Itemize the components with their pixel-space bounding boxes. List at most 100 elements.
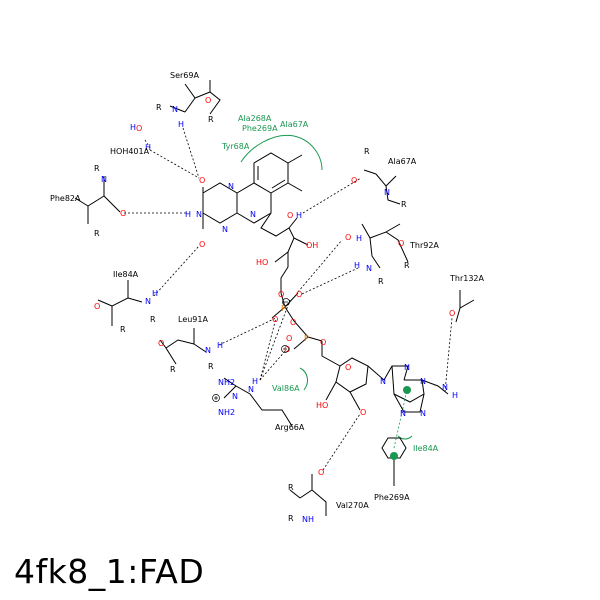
svg-text:OH: OH: [306, 241, 318, 250]
hydrophobic-labels: Ala268A Phe269A Ala67A Tyr68A Val86A Ile…: [221, 114, 439, 453]
svg-text:O: O: [205, 96, 211, 105]
svg-text:H: H: [217, 341, 223, 350]
svg-text:R: R: [288, 483, 294, 492]
ala67-skeleton: [363, 169, 401, 205]
phosphate-1: [271, 292, 323, 350]
hbond-thr132: [444, 317, 453, 393]
label-ile84-hydrophobic: Ile84A: [413, 444, 439, 453]
svg-text:N: N: [366, 264, 372, 273]
val270-skeleton: [289, 474, 327, 516]
pi-centroid-adenine: [403, 386, 411, 394]
charges: [212, 298, 290, 402]
svg-text:H: H: [452, 391, 458, 400]
svg-text:N: N: [228, 182, 234, 191]
svg-text:NH2: NH2: [218, 378, 235, 387]
hbond-hoh401-1: [149, 149, 200, 179]
label-phe82: Phe82A: [50, 194, 81, 203]
hydrophobic-arc-flavin: [240, 134, 323, 171]
svg-text:R: R: [364, 147, 370, 156]
svg-text:N: N: [172, 105, 178, 114]
svg-text:N: N: [101, 175, 107, 184]
svg-text:NH: NH: [302, 515, 314, 524]
svg-text:O: O: [345, 363, 351, 372]
hydrophobic-arc-ile84: [397, 435, 413, 440]
ribose-link: [321, 341, 341, 367]
svg-text:N: N: [222, 225, 228, 234]
hydrophobic-arcs: [240, 134, 413, 440]
svg-text:R: R: [208, 362, 214, 371]
label-phe269b: Phe269A: [374, 493, 410, 502]
fad-ligand: [202, 152, 449, 486]
label-ser69: Ser69A: [170, 71, 199, 80]
charge-arg66: [212, 394, 220, 402]
svg-text:N: N: [442, 383, 448, 392]
ser69-skeleton: [169, 80, 221, 115]
svg-text:O: O: [158, 339, 164, 348]
svg-text:O: O: [199, 240, 205, 249]
svg-text:HO: HO: [256, 258, 268, 267]
svg-text:H: H: [354, 261, 360, 270]
svg-text:H: H: [152, 289, 158, 298]
svg-text:R: R: [208, 115, 214, 124]
phe82-skeleton: [74, 176, 121, 224]
svg-text:N: N: [404, 363, 410, 372]
ile84-skeleton: [97, 280, 143, 326]
hbond-ser69: [182, 127, 200, 179]
label-ala67: Ala67A: [280, 120, 309, 129]
svg-text:O: O: [286, 334, 292, 343]
svg-text:N: N: [145, 297, 151, 306]
label-ile84: Ile84A: [113, 270, 139, 279]
svg-text:O: O: [398, 239, 404, 248]
svg-text:R: R: [150, 315, 156, 324]
svg-text:O: O: [290, 318, 296, 327]
svg-text:H: H: [296, 211, 302, 220]
label-val270: Val270A: [336, 501, 369, 510]
thr132-skeleton: [455, 290, 475, 323]
thr92-skeleton: [361, 223, 409, 269]
hbond-leu91: [218, 317, 277, 346]
svg-text:R: R: [94, 164, 100, 173]
svg-text:N: N: [196, 210, 202, 219]
atom-labels: O O N H N N N O H OH HO O P O O O P O O …: [94, 96, 458, 524]
svg-text:N: N: [232, 392, 238, 401]
leu91-skeleton: [159, 328, 207, 365]
ribityl-chain: [260, 212, 295, 293]
svg-text:R: R: [120, 325, 126, 334]
svg-text:N: N: [205, 346, 211, 355]
arg66-skeleton: [223, 377, 293, 427]
label-arg66: Arg66A: [275, 423, 305, 432]
svg-text:O: O: [318, 468, 324, 477]
hydrophobic-arc-val86: [299, 367, 308, 391]
residue-skeletons: [74, 80, 475, 516]
label-ala67b: Ala67A: [388, 157, 417, 166]
svg-text:O: O: [345, 233, 351, 242]
svg-text:O: O: [272, 315, 278, 324]
label-tyr68: Tyr68A: [221, 142, 250, 151]
svg-text:H: H: [356, 234, 362, 243]
svg-text:H: H: [145, 143, 151, 152]
svg-text:O: O: [199, 176, 205, 185]
svg-text:H: H: [178, 120, 184, 129]
label-thr92: Thr92A: [409, 241, 439, 250]
svg-text:O: O: [94, 302, 100, 311]
hbonds: [124, 127, 453, 471]
label-val86: Val86A: [272, 384, 300, 393]
svg-text:O: O: [320, 338, 326, 347]
diagram-title: 4fk8_1:FAD: [14, 552, 205, 591]
charge-phosphate-2: [281, 345, 289, 353]
hbond-ile84: [153, 245, 200, 297]
svg-text:O: O: [296, 290, 302, 299]
hbond-thr92-2: [301, 267, 359, 295]
label-thr132: Thr132A: [449, 274, 485, 283]
svg-text:N: N: [420, 377, 426, 386]
phe-ring: [381, 437, 407, 459]
svg-text:R: R: [156, 103, 162, 112]
adenine-five: [367, 365, 409, 381]
label-phe269: Phe269A: [242, 124, 278, 133]
svg-text:N: N: [400, 409, 406, 418]
hbond-val270: [322, 413, 361, 471]
label-ala268: Ala268A: [238, 114, 272, 123]
svg-text:R: R: [94, 229, 100, 238]
ring-pyrazine: [236, 182, 272, 224]
